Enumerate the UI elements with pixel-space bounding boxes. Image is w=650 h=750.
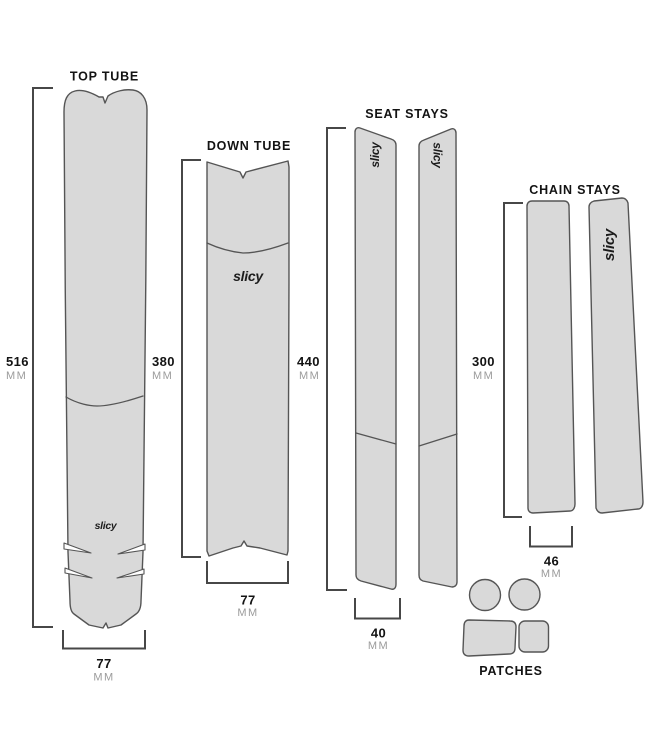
- patch-rect-small: [518, 620, 550, 653]
- chain-stays-width-unit: MM: [541, 568, 562, 580]
- chain-stays-width-value: 46: [544, 554, 559, 569]
- seat-stays-length-value: 440: [297, 354, 320, 369]
- seat-stays-width-value: 40: [371, 626, 386, 641]
- chain-stays-length-unit: MM: [473, 370, 494, 382]
- seat-stay-right-split-line: [418, 433, 458, 447]
- top-tube-width-value: 77: [96, 656, 111, 671]
- top-tube-slit: [63, 542, 92, 554]
- top-tube-length-value: 516: [6, 354, 29, 369]
- down-tube-width-unit: MM: [237, 607, 258, 619]
- brand-logo: slicy: [431, 142, 445, 169]
- brand-logo: slicy: [368, 141, 382, 168]
- top-tube-title: TOP TUBE: [70, 70, 139, 84]
- patch-rect-large: [462, 619, 517, 657]
- seat-stays-width-bracket: [354, 598, 401, 620]
- down-tube-width-bracket: [206, 561, 289, 584]
- chain-stays-group: CHAIN STAYS slicy 300 MM 46 MM: [472, 183, 644, 580]
- chain-stay-right-decal: [588, 197, 644, 514]
- chain-stays-length-bracket: [503, 202, 523, 518]
- top-tube-length-unit: MM: [6, 370, 27, 382]
- chain-stay-left-decal: [526, 200, 576, 514]
- seat-stay-left-decal: [354, 127, 397, 590]
- top-tube-split-line: [65, 395, 144, 407]
- patch-circle-left: [468, 578, 502, 612]
- chain-stays-length-value: 300: [472, 354, 495, 369]
- patches-group: PATCHES: [462, 578, 550, 678]
- seat-stays-group: SEAT STAYS slicy slicy 440 MM 40 MM: [297, 107, 458, 652]
- down-tube-length-unit: MM: [152, 370, 173, 382]
- top-tube-decal: [63, 89, 148, 629]
- top-tube-width-unit: MM: [93, 672, 114, 684]
- top-tube-slit: [116, 568, 145, 579]
- down-tube-decal: [206, 160, 290, 557]
- down-tube-width-value: 77: [240, 593, 255, 608]
- seat-stays-length-unit: MM: [299, 370, 320, 382]
- brand-logo: slicy: [95, 520, 118, 532]
- patch-circle-right: [508, 578, 541, 611]
- chain-stays-width-bracket: [529, 526, 573, 548]
- seat-stay-right-decal: [418, 128, 458, 588]
- top-tube-group: TOP TUBE slicy 516 MM 77 MM: [6, 70, 148, 684]
- patches-title: PATCHES: [479, 664, 542, 678]
- top-tube-slit: [64, 567, 93, 579]
- seat-stays-width-unit: MM: [368, 640, 389, 652]
- down-tube-title: DOWN TUBE: [207, 139, 291, 153]
- chain-stays-title: CHAIN STAYS: [529, 183, 620, 197]
- brand-logo: slicy: [233, 268, 264, 284]
- brand-logo: slicy: [601, 228, 618, 261]
- seat-stay-left-split-line: [355, 432, 397, 445]
- down-tube-group: DOWN TUBE slicy 380 MM 77 MM: [152, 139, 291, 619]
- top-tube-slit: [117, 543, 146, 555]
- down-tube-length-bracket: [181, 159, 201, 558]
- top-tube-length-bracket: [32, 87, 53, 628]
- top-tube-width-bracket: [62, 630, 146, 650]
- seat-stays-length-bracket: [326, 127, 347, 591]
- down-tube-length-value: 380: [152, 354, 175, 369]
- down-tube-split-line: [206, 242, 289, 254]
- seat-stays-title: SEAT STAYS: [365, 107, 448, 121]
